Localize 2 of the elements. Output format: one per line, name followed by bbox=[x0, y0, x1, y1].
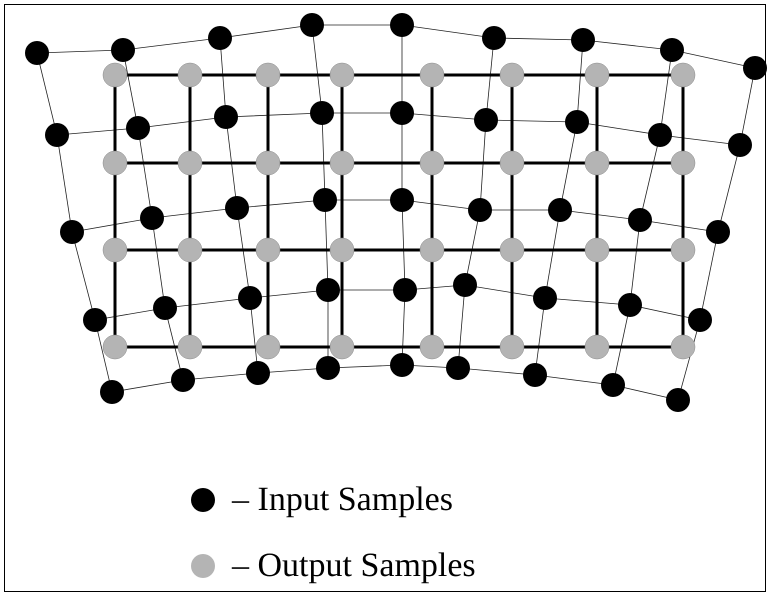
legend-label: – Output Samples bbox=[232, 546, 476, 586]
legend-label: – Input Samples bbox=[232, 480, 453, 520]
